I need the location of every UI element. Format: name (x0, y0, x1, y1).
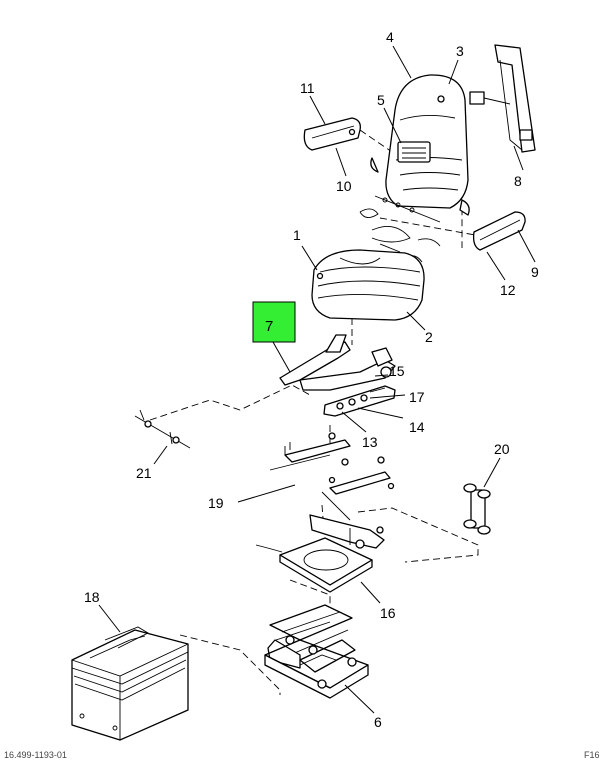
drawing-number: 16.499-1193-01 (4, 750, 67, 760)
callout-4: 4 (386, 29, 394, 45)
callout-15: 15 (389, 363, 405, 379)
seat-back-hardware (359, 195, 441, 263)
part-4-seat-back (370, 74, 470, 216)
highlight-box-part-7[interactable] (252, 301, 296, 343)
callout-5: 5 (377, 92, 385, 108)
part-16-swivel-plate (255, 537, 373, 593)
callout-9: 9 (531, 264, 539, 280)
part-11-armrest-left (303, 117, 361, 151)
part-6-suspension-base (264, 604, 369, 699)
part-20-shock-absorber (463, 483, 491, 535)
part-13-slide-rail (323, 385, 396, 417)
callout-2: 2 (425, 329, 433, 345)
callout-17: 17 (409, 389, 425, 405)
callout-21: 21 (136, 465, 152, 481)
callout-6: 6 (374, 714, 382, 730)
part-9-armrest-right (472, 211, 526, 251)
part-8-headrest-frame (469, 44, 536, 153)
callout-7: 7 (265, 318, 273, 335)
part-7-slide-frame (279, 334, 396, 391)
figure-code: F16 (584, 750, 600, 760)
part-19-mounting-brackets (269, 432, 395, 521)
callout-20: 20 (494, 441, 510, 457)
part-18-cover-box (71, 626, 189, 741)
callout-1: 1 (293, 227, 301, 243)
callout-8: 8 (514, 173, 522, 189)
callout-14: 14 (409, 419, 425, 435)
callout-12: 12 (500, 282, 516, 298)
callout-18: 18 (84, 589, 100, 605)
callout-10: 10 (336, 178, 352, 194)
part-1-seat-cushion (311, 249, 425, 321)
part-21-cable (134, 409, 191, 449)
callout-11: 11 (300, 80, 315, 96)
swivel-mount-bracket (309, 514, 385, 549)
callout-labels: 1 2 3 4 5 6 8 9 10 11 12 13 14 15 16 17 … (84, 29, 539, 730)
callout-3: 3 (456, 43, 464, 59)
leader-lines (98, 45, 536, 714)
callout-16: 16 (380, 605, 396, 621)
callout-19: 19 (208, 495, 224, 511)
callout-13: 13 (362, 434, 378, 450)
